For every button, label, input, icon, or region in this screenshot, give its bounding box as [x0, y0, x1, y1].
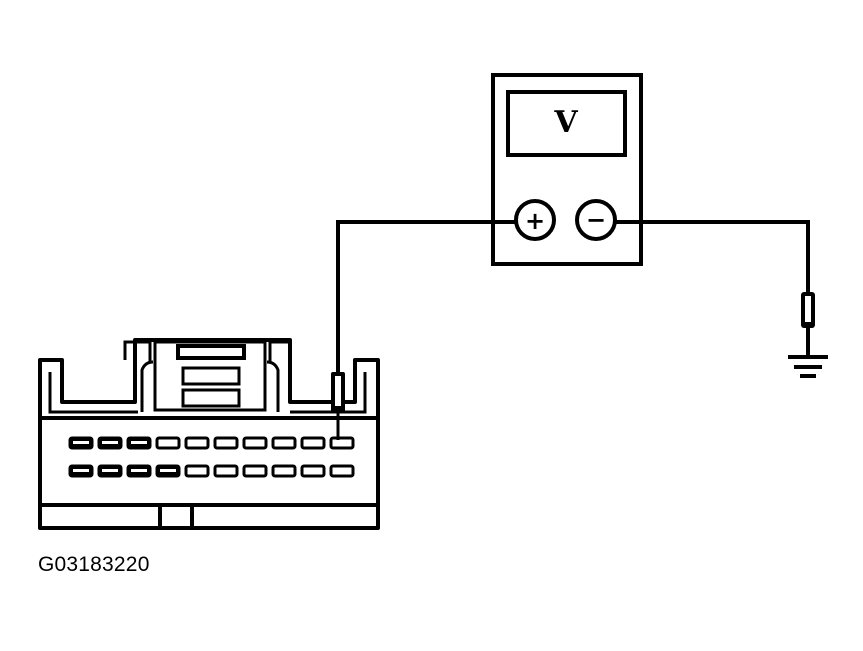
connector-pin-detail [160, 469, 176, 472]
connector-pin [184, 464, 210, 478]
connector-pin [329, 464, 355, 478]
connector-pin-detail [73, 469, 89, 472]
positive-terminal: + [514, 199, 556, 241]
voltmeter-display [506, 90, 627, 157]
figure-id-label: G03183220 [38, 553, 150, 576]
connector [38, 338, 380, 530]
connector-pin [300, 464, 326, 478]
connector-pin-detail [131, 441, 147, 444]
positive-symbol: + [525, 207, 545, 235]
connector-housing [38, 338, 380, 530]
connector-pin [242, 436, 268, 450]
connector-right-ledge [290, 372, 367, 414]
voltmeter: V + − [491, 73, 643, 266]
negative-symbol: − [586, 206, 606, 234]
connector-pin-detail [73, 441, 89, 444]
connector-pin [271, 464, 297, 478]
connector-pin [329, 436, 355, 450]
connector-pin [155, 436, 181, 450]
connector-pin [242, 464, 268, 478]
connector-pin [271, 436, 297, 450]
ground-clip [801, 292, 815, 356]
connector-pins [68, 436, 355, 478]
positive-lead-wire [336, 220, 516, 375]
connector-bottom-key [158, 505, 194, 528]
ground-symbol-icon [788, 355, 828, 378]
connector-pin-detail [102, 469, 118, 472]
negative-lead-wire [615, 220, 810, 294]
connector-left-ledge [48, 372, 138, 414]
connector-pin-detail [131, 469, 147, 472]
connector-pin [213, 436, 239, 450]
connector-pin [300, 436, 326, 450]
connector-latch [123, 340, 292, 412]
connector-pin [213, 464, 239, 478]
probe-icon [331, 372, 345, 440]
connector-pin-detail [102, 441, 118, 444]
voltmeter-display-label: V [553, 105, 578, 140]
connector-pin [184, 436, 210, 450]
negative-terminal: − [575, 199, 617, 241]
